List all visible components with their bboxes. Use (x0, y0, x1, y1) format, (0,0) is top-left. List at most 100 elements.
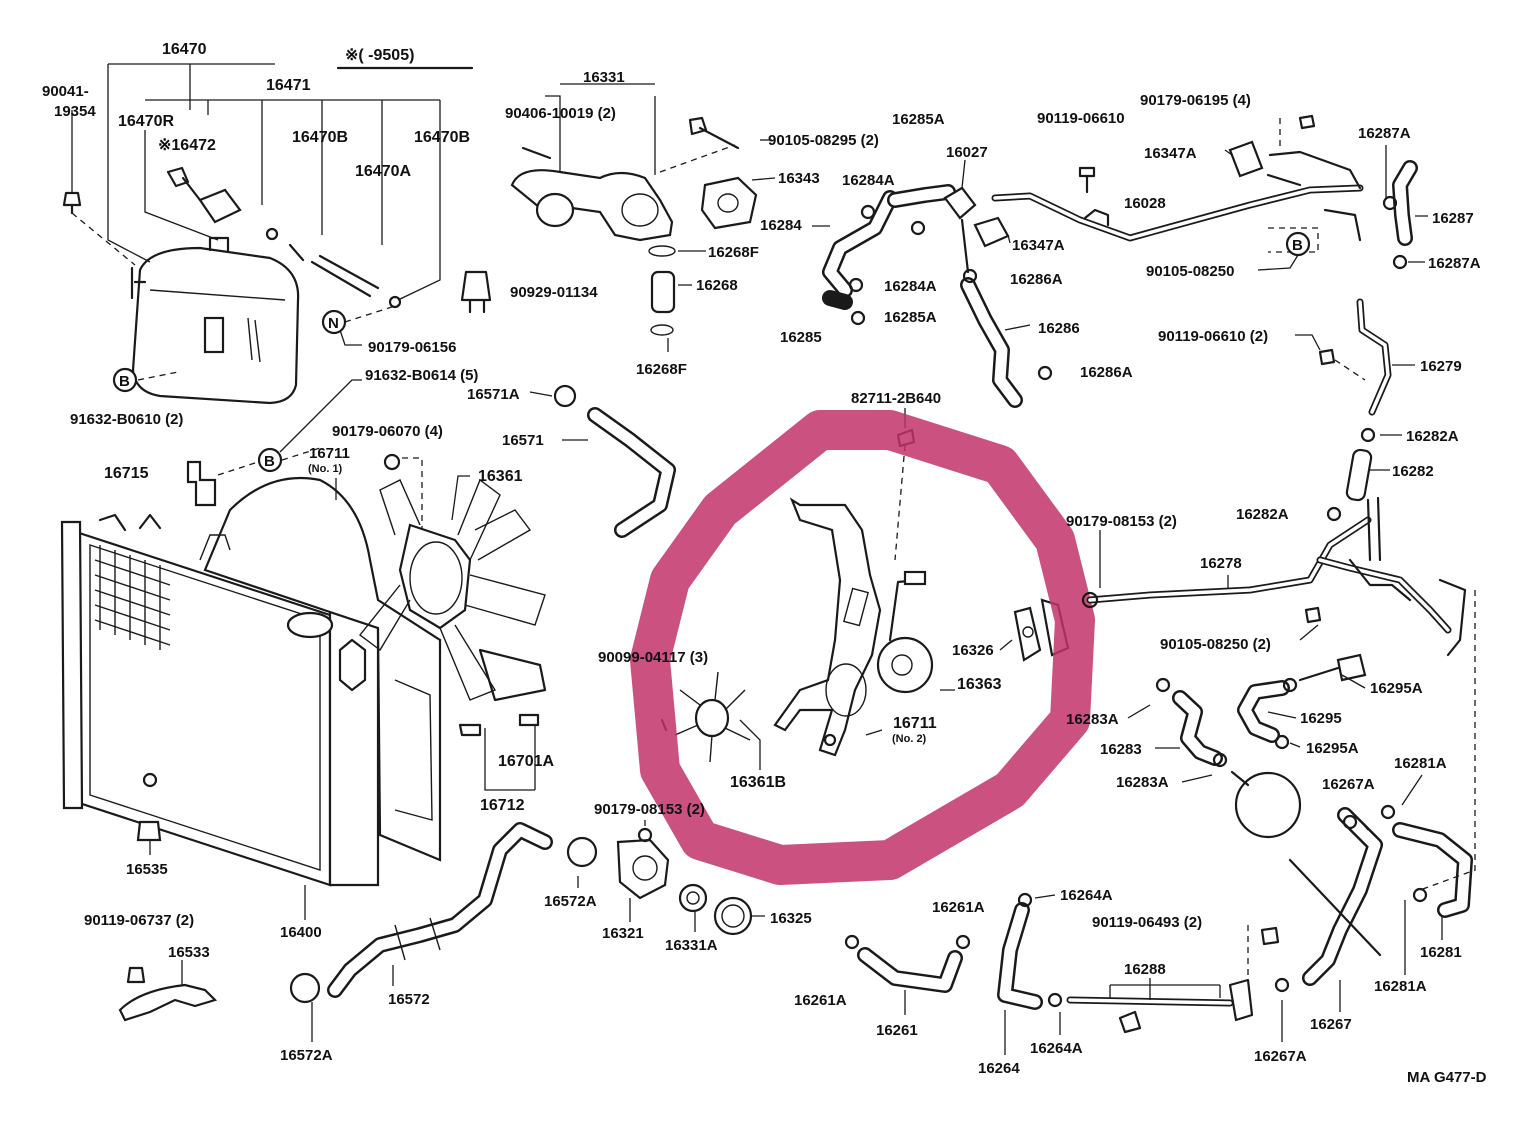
label-16283: 16283 (1100, 741, 1142, 758)
label-16268F-2: 16268F (636, 361, 687, 378)
thermostat-housing-16321 (616, 827, 670, 900)
label-90099-04117: 90099-04117 (3) (598, 649, 708, 666)
label-90105-08250-a: 90105-08250 (1146, 263, 1234, 280)
pipe-16278 (1081, 496, 1467, 657)
svg-text:N: N (328, 315, 339, 332)
thermostat-16331A (678, 883, 708, 913)
label-16285: 16285 (780, 329, 822, 346)
label-16295: 16295 (1300, 710, 1342, 727)
bracket-16533 (118, 966, 218, 1022)
label-16701A: 16701A (498, 753, 554, 770)
label-90179-08153-a: 90179-08153 (2) (1066, 513, 1177, 530)
label-16267: 16267 (1310, 1016, 1352, 1033)
label-90119-06610: 90119-06610 (1037, 110, 1125, 127)
water-outlet-16331 (510, 169, 674, 242)
union-16347A-right (1228, 140, 1362, 190)
fan-16361 (359, 478, 546, 701)
label-16285A-2: 16285A (884, 309, 937, 326)
hose-16572 (327, 822, 553, 998)
bolt-90119-06610-top (1078, 166, 1096, 194)
label-16711-no1-sub: (No. 1) (308, 463, 343, 475)
label-16261A-2: 16261A (794, 992, 847, 1009)
bolt-90105-08250-lower (1304, 606, 1322, 624)
highlight-ring (630, 410, 1095, 885)
label-16267A-1: 16267A (1322, 776, 1375, 793)
label-16282A-1: 16282A (1406, 428, 1459, 445)
callout-B1: B (112, 367, 138, 393)
label-16331A: 16331A (665, 937, 718, 954)
label-16288: 16288 (1124, 961, 1166, 978)
stud-90406-10019 (521, 146, 552, 160)
hose-16281 (1380, 804, 1473, 918)
label-16284A-2: 16284A (884, 278, 937, 295)
label-16261A-1: 16261A (932, 899, 985, 916)
footer-code: MA G477-D (1407, 1069, 1487, 1086)
label-16281A-1: 16281A (1394, 755, 1447, 772)
hose-16287 (1392, 160, 1418, 246)
label-16268: 16268 (696, 277, 738, 294)
reservoir-tank (130, 236, 300, 405)
label-16028: 16028 (1124, 195, 1166, 212)
bracket-16715 (186, 460, 217, 507)
label-16711-no2: 16711 (893, 715, 937, 732)
label-16470B-1: 16470B (292, 129, 348, 146)
bolt-90119-06610-right (1318, 348, 1336, 366)
drain-plug-16535 (136, 820, 162, 842)
label-91632-B0614: 91632-B0614 (5) (365, 367, 478, 384)
label-16572A-1: 16572A (544, 893, 597, 910)
label-16284: 16284 (760, 217, 802, 234)
label-90179-08153-b: 90179-08153 (2) (594, 801, 705, 818)
clamps-16286A (962, 268, 1053, 381)
label-16264A-2: 16264A (1030, 1040, 1083, 1057)
gasket-16343 (700, 176, 758, 230)
hose-16286 (960, 218, 1023, 408)
label-16711-no2-sub: (No. 2) (892, 733, 927, 745)
label-16470: 16470 (162, 41, 207, 58)
part-labels: 16470 16471 90041- 19354 16470R ※16472 1… (42, 41, 1481, 1077)
clip-90929-01134 (460, 270, 492, 314)
label-16325: 16325 (770, 910, 812, 927)
svg-text:B: B (1292, 237, 1303, 254)
label-16282: 16282 (1392, 463, 1434, 480)
fan-shroud-16711-no2 (773, 497, 882, 757)
label-16287A-1: 16287A (1358, 125, 1411, 142)
callout-B3: B (1285, 231, 1311, 257)
hose-16571 (553, 384, 676, 538)
bolt-90041-19354 (62, 191, 82, 215)
gasket-16325 (713, 896, 753, 936)
gasket-16347A-left (973, 216, 1010, 248)
label-91632-B0610: 91632-B0610 (2) (70, 411, 183, 428)
title-note: ※( -9505) (345, 47, 414, 64)
bolt-90119-06493 (1260, 926, 1280, 946)
label-19354: 19354 (54, 103, 96, 120)
label-16347A-2: 16347A (1144, 145, 1197, 162)
label-90179-06156: 90179-06156 (368, 339, 456, 356)
hose-16282 (1326, 427, 1376, 522)
label-16471: 16471 (266, 77, 311, 94)
label-90179-06195: 90179-06195 (4) (1140, 92, 1251, 109)
reservoir-hose-16470A (265, 227, 402, 309)
label-16281: 16281 (1420, 944, 1462, 961)
bolt-90105-08295 (688, 116, 740, 150)
label-16287: 16287 (1432, 210, 1474, 227)
label-16361B: 16361B (730, 774, 786, 791)
label-16715: 16715 (104, 465, 149, 482)
label-16283A-2: 16283A (1116, 774, 1169, 791)
label-16279: 16279 (1420, 358, 1462, 375)
label-16286A-2: 16286A (1080, 364, 1133, 381)
label-90041: 90041- (42, 83, 89, 100)
callout-N: N (321, 309, 347, 335)
label-16295A-1: 16295A (1370, 680, 1423, 697)
label-16343: 16343 (778, 170, 820, 187)
label-16283A-1: 16283A (1066, 711, 1119, 728)
clip-90179-06070 (383, 453, 401, 471)
hose-16285 (822, 184, 956, 310)
label-90105-08250-b: 90105-08250 (2) (1160, 636, 1271, 653)
label-16326: 16326 (952, 642, 994, 659)
label-16363: 16363 (957, 676, 1002, 693)
label-16287A-2: 16287A (1428, 255, 1481, 272)
bypass-pipe-16268 (648, 245, 676, 336)
label-16264: 16264 (978, 1060, 1020, 1077)
heater-valve (1230, 770, 1302, 839)
